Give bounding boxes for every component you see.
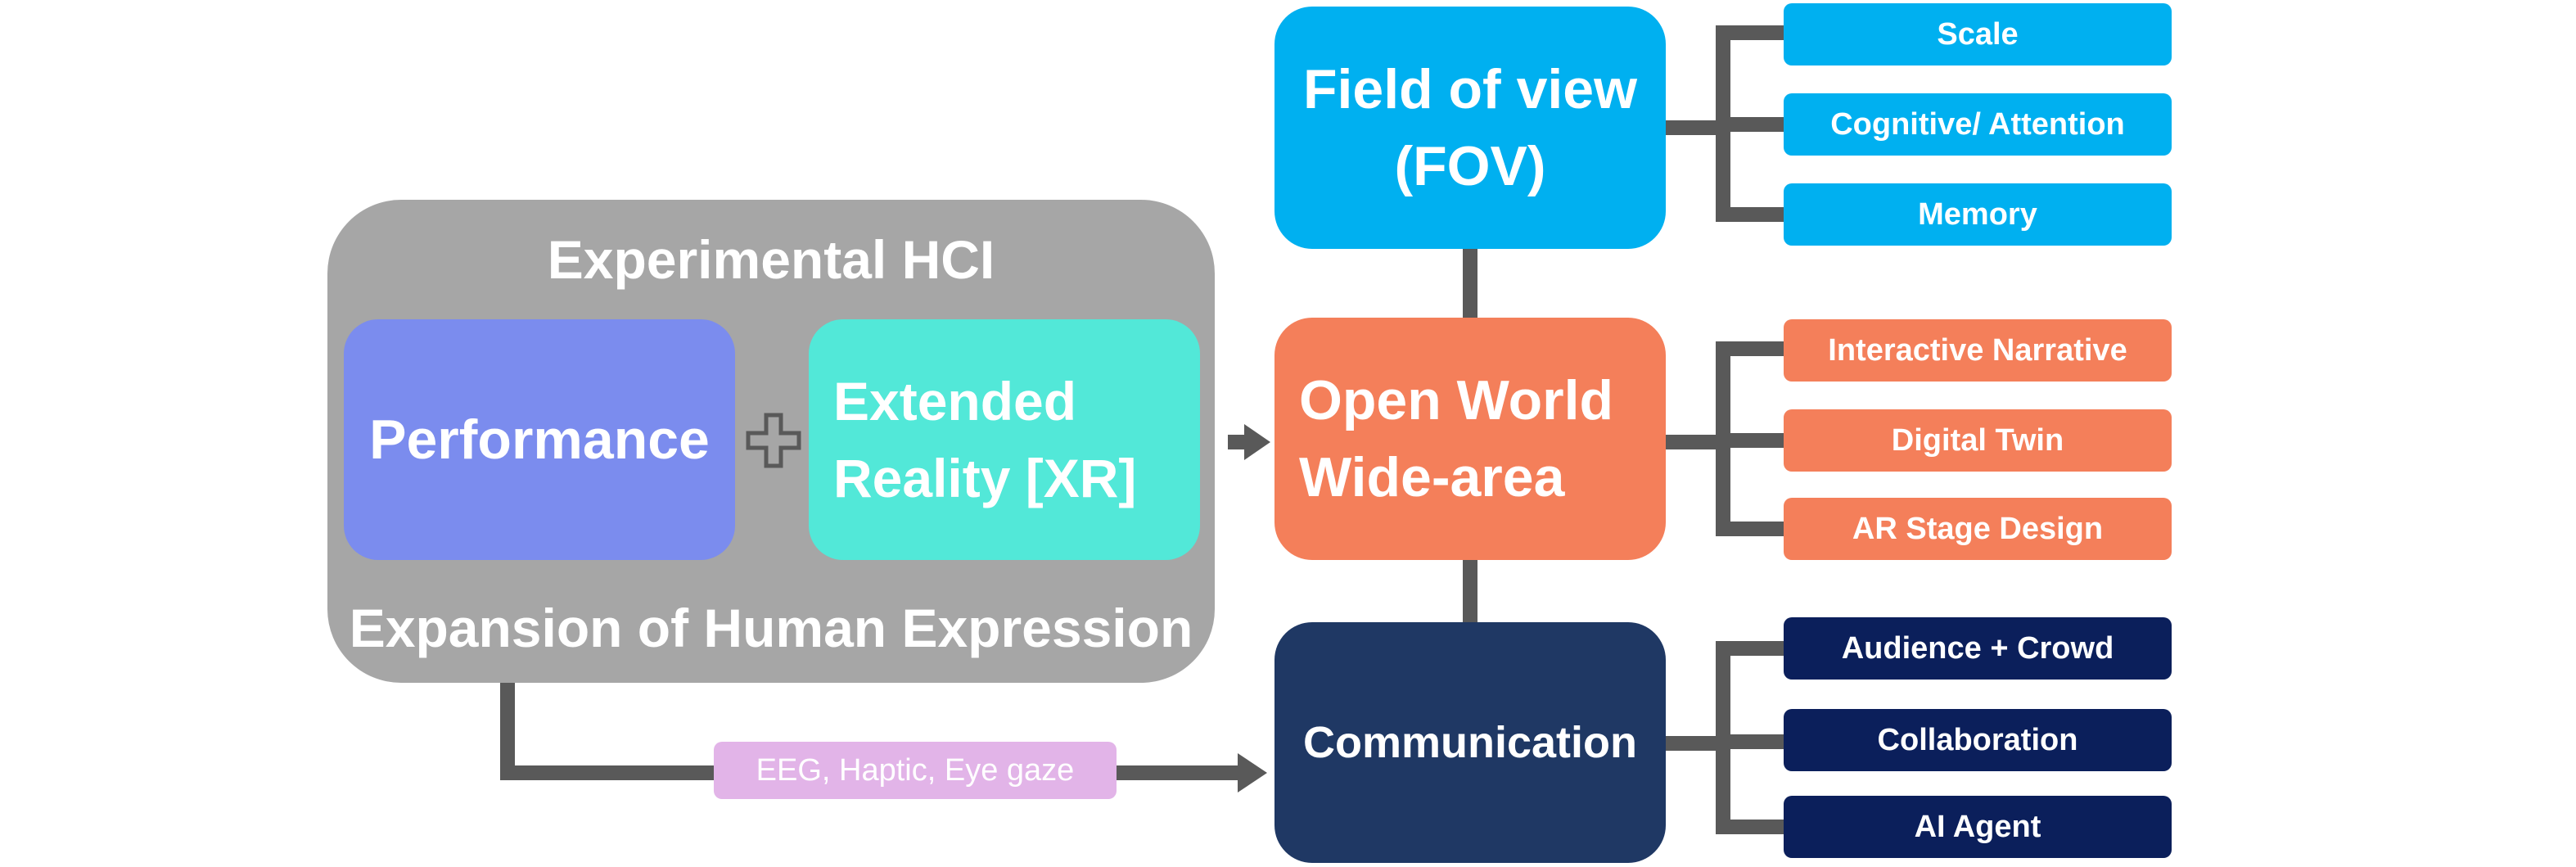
experimental-hci-title: Experimental HCI — [547, 229, 995, 290]
leaf-audience-crowd: Audience + Crowd — [1784, 617, 2172, 680]
leaf-collaboration: Collaboration — [1784, 709, 2172, 771]
leaf-label: Cognitive/ Attention — [1830, 106, 2125, 142]
leaf-interactive-narrative: Interactive Narrative — [1784, 319, 2172, 382]
communication-box: Communication — [1274, 622, 1666, 863]
fov-label-line2: (FOV) — [1394, 135, 1546, 197]
extended-reality-label-line1: Extended — [833, 371, 1077, 431]
open-world-label-line2: Wide-area — [1299, 446, 1565, 508]
leaf-scale: Scale — [1784, 3, 2172, 65]
leaf-label: Collaboration — [1877, 722, 2078, 757]
leaf-cognitive-attention: Cognitive/ Attention — [1784, 93, 2172, 156]
leaf-ai-agent: AI Agent — [1784, 796, 2172, 858]
leaf-label: Scale — [1937, 16, 2019, 52]
leaf-label: Audience + Crowd — [1841, 630, 2114, 666]
leaf-label: AI Agent — [1914, 809, 2041, 844]
fov-label-line1: Field of view — [1302, 58, 1638, 120]
leaf-label: Memory — [1918, 196, 2037, 232]
eeg-haptic-eye-gaze-tag: EEG, Haptic, Eye gaze — [714, 742, 1117, 799]
plus-icon — [746, 413, 801, 468]
fov-box: Field of view (FOV) — [1274, 7, 1666, 249]
expansion-subtitle: Expansion of Human Expression — [349, 598, 1193, 658]
extended-reality-label-line2: Reality [XR] — [833, 448, 1137, 508]
tag-label: EEG, Haptic, Eye gaze — [756, 752, 1075, 788]
leaf-ar-stage-design: AR Stage Design — [1784, 498, 2172, 560]
communication-label: Communication — [1302, 718, 1637, 767]
open-world-label-line1: Open World — [1299, 369, 1614, 431]
performance-box: Performance — [344, 319, 735, 560]
extended-reality-box: Extended Reality [XR] — [809, 319, 1200, 560]
arrow-head-openworld — [1244, 424, 1270, 460]
leaf-memory: Memory — [1784, 183, 2172, 246]
leaf-label: Digital Twin — [1891, 422, 2064, 458]
leaf-digital-twin: Digital Twin — [1784, 409, 2172, 472]
open-world-box: Open World Wide-area — [1274, 318, 1666, 560]
leaf-label: AR Stage Design — [1852, 511, 2104, 546]
performance-label: Performance — [369, 409, 710, 471]
leaf-label: Interactive Narrative — [1828, 332, 2127, 368]
hci-to-comm-line — [500, 683, 714, 780]
arrow-head-comm — [1238, 753, 1267, 792]
